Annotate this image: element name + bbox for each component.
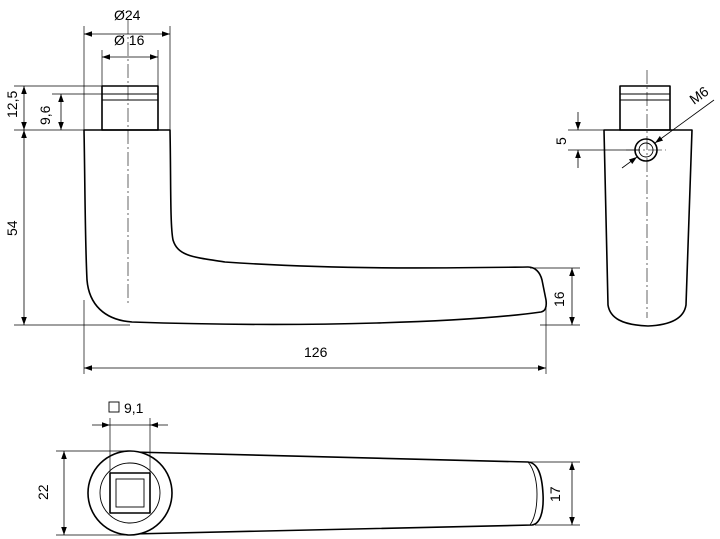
square-symbol-icon: [108, 401, 120, 413]
side-view: [603, 70, 693, 327]
dim-grip-width: 17: [530, 461, 580, 526]
dim-screw-offset: 5: [553, 112, 640, 168]
rose-outer: [87, 450, 173, 536]
dim-lever-height-label: 54: [4, 220, 20, 236]
side-spindle-neck: [619, 85, 671, 131]
dim-rose-height: 12,5: [4, 85, 102, 131]
dim-outer-diameter: Ø24: [83, 7, 171, 130]
square-spindle-inner: [115, 478, 145, 508]
dim-screw-offset-label: 5: [553, 137, 569, 145]
side-lever-body: [603, 129, 693, 327]
dim-square-spindle-label: 9,1: [124, 400, 144, 416]
lever-body: [83, 129, 548, 326]
dim-rose-height-label: 12,5: [4, 91, 20, 118]
dim-inner-diameter: Ø 16: [101, 32, 159, 86]
top-lever-body: [131, 451, 544, 535]
dim-inner-diameter-label: Ø 16: [114, 32, 145, 48]
dim-spindle-height-label: 9,6: [37, 105, 53, 125]
dim-spindle-height: 9,6: [37, 93, 102, 130]
dim-rose-width: 22: [35, 450, 128, 536]
rose-inner: [99, 462, 161, 524]
dim-grip-thickness: 16: [530, 267, 580, 326]
top-view: [87, 450, 544, 536]
dim-rose-width-label: 22: [35, 484, 51, 500]
spindle-neck: [101, 85, 159, 131]
dim-outer-diameter-label: Ø24: [114, 7, 141, 23]
dim-screw-thread-label: M6: [686, 83, 711, 108]
square-spindle-outer: [109, 472, 151, 514]
dim-lever-length: 126: [83, 300, 547, 374]
dim-square-spindle: 9,1: [92, 400, 168, 473]
dim-grip-width-label: 17: [547, 486, 563, 502]
dim-lever-length-label: 126: [304, 344, 328, 360]
front-view: [83, 20, 548, 326]
dim-grip-thickness-label: 16: [551, 291, 567, 307]
dim-lever-height: 54: [4, 130, 130, 326]
